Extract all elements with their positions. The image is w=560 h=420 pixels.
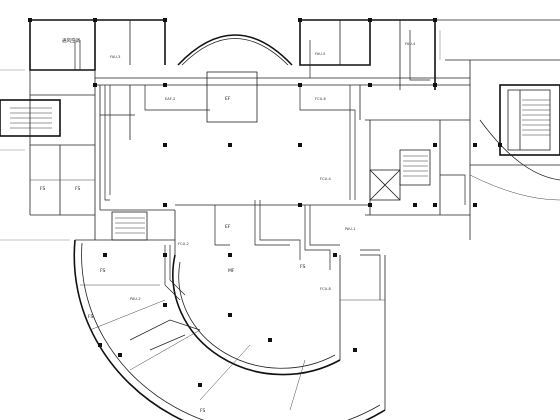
equipment-tag: FAU-4 xyxy=(405,42,416,46)
room-label: 通风空调 xyxy=(62,37,80,44)
room-label: FS xyxy=(88,314,94,320)
equipment-tag: PAU-2 xyxy=(130,297,141,301)
equipment-tag: EAF-2 xyxy=(165,97,175,101)
room-label: MF xyxy=(228,268,235,274)
equipment-tag: FAU-5 xyxy=(315,52,325,56)
room-label: FS xyxy=(300,264,306,270)
room-labels: 通风空调 FS FS EF EF FS MF FS FS FS xyxy=(40,37,306,414)
room-label: FS xyxy=(200,408,206,414)
room-label: FS xyxy=(75,186,81,192)
room-label: EF xyxy=(225,96,231,102)
partitions xyxy=(10,20,441,241)
equipment-tag: FCU-4 xyxy=(320,177,332,181)
outer-walls xyxy=(0,19,560,255)
equipment-tag: FCU-6 xyxy=(315,97,327,101)
reference-lines xyxy=(0,30,441,241)
equipment-tag: FCU-2 xyxy=(178,242,189,246)
room-label: EF xyxy=(225,224,231,230)
room-label: FS xyxy=(100,268,106,274)
ductwork xyxy=(74,30,466,351)
room-label: FS xyxy=(40,186,46,192)
curved-hall xyxy=(73,239,386,420)
equipment-tag: FCU-8 xyxy=(320,287,332,291)
equipment-tags: FAU-3 FAU-5 FAU-4 EAF-2 FCU-6 FCU-4 FCU-… xyxy=(110,42,416,301)
columns xyxy=(28,18,502,387)
equipment-tag: FAU-3 xyxy=(110,55,120,59)
equipment-tag: PAU-1 xyxy=(345,227,356,231)
right-tower xyxy=(469,84,560,201)
